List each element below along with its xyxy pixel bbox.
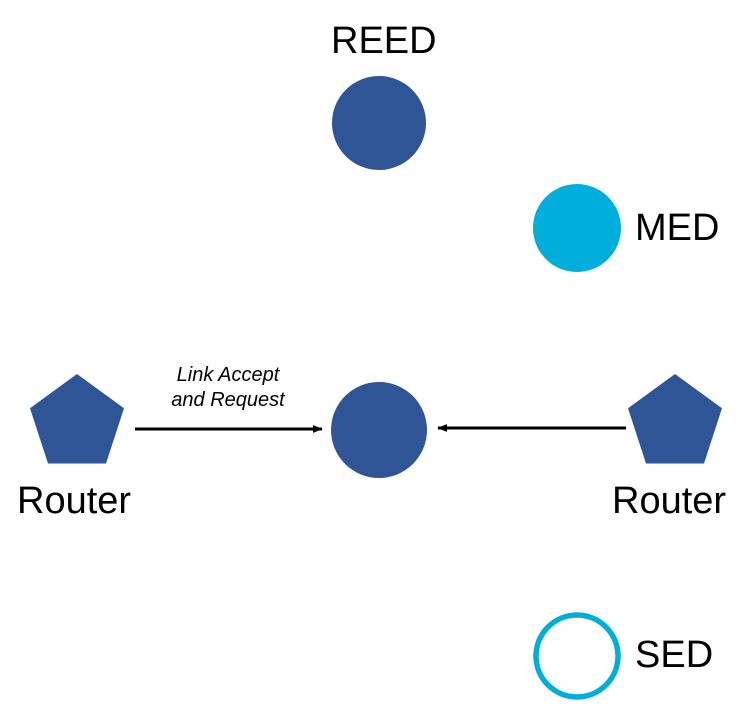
node-reed-circle[interactable] bbox=[332, 76, 426, 170]
node-label-med: MED bbox=[635, 207, 720, 249]
node-med-circle[interactable] bbox=[533, 184, 621, 272]
node-label-router-left: Router bbox=[17, 480, 132, 522]
node-router-right-pentagon[interactable] bbox=[628, 374, 722, 464]
edge-label-line-1: Link Accept bbox=[176, 364, 280, 386]
edge-label-link-accept-and-request: Link Accept and Request bbox=[152, 363, 304, 413]
node-router-left-pentagon[interactable] bbox=[30, 374, 124, 464]
node-leader-circle[interactable] bbox=[331, 382, 427, 478]
node-label-router-right: Router bbox=[612, 480, 727, 522]
node-sed-circle[interactable] bbox=[533, 612, 621, 700]
node-label-reed: REED bbox=[331, 20, 437, 62]
edge-label-line-2: and Request bbox=[171, 389, 285, 411]
node-label-sed: SED bbox=[635, 634, 714, 676]
